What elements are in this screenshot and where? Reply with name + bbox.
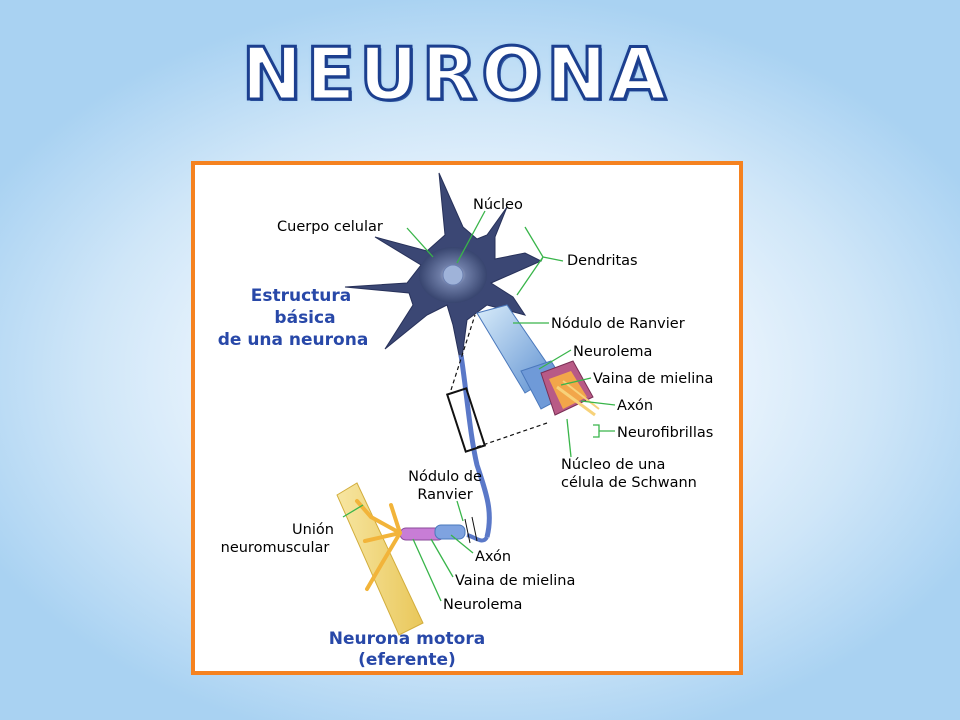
label-cuerpo-celular: Cuerpo celular [277,219,383,235]
label-axon: Axón [617,398,653,414]
footer-line-1: Neurona motora [329,629,485,649]
enlarged-axon-segment [476,304,600,417]
heading-line-1: Estructura [251,286,352,306]
label-vaina-mielina: Vaina de mielina [593,371,713,387]
label-nucleo-schwann-2: célula de Schwann [561,475,697,491]
label-vaina-mielina-2: Vaina de mielina [455,573,575,589]
zoom-box [445,387,487,453]
neuron-diagram-frame: Estructura básica de una neurona Núcleo … [191,161,743,675]
label-nodulo-ranvier: Nódulo de Ranvier [551,316,685,332]
neuron-cell-body [344,172,543,366]
label-nucleo-schwann-1: Núcleo de una [561,457,665,473]
leader-lines [342,210,616,602]
label-axon-2: Axón [475,549,511,565]
label-nodulo-ranvier-2b: Ranvier [417,487,472,503]
footer-line-2: (eferente) [358,650,456,670]
label-neurolema: Neurolema [573,344,652,360]
label-dendritas: Dendritas [567,253,638,269]
heading-line-3: de una neurona [218,330,369,350]
label-union-2: neuromuscular [221,540,330,556]
axon-path [458,354,492,538]
label-neurofibrillas: Neurofibrillas [617,425,713,441]
motor-axon-segment [399,516,489,544]
muscle-fiber [336,482,424,636]
neuron-diagram: Estructura básica de una neurona Núcleo … [218,172,713,670]
page-title: NEURONA [240,31,671,118]
label-neurolema-2: Neurolema [443,597,522,613]
label-nucleo: Núcleo [473,197,523,213]
heading-line-2: básica [274,308,335,328]
label-union-1: Unión [292,522,334,538]
label-nodulo-ranvier-2a: Nódulo de [408,469,482,485]
nucleus [442,264,464,286]
